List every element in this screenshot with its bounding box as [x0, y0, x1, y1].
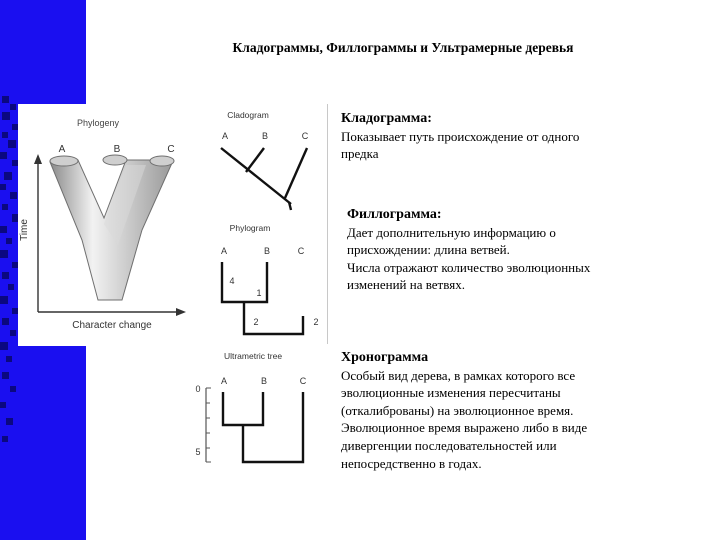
phylogram-heading: Филлограмма: — [347, 207, 442, 222]
sidebar-pattern-square — [2, 436, 8, 442]
time-axis-arrow — [34, 154, 42, 164]
ultrametric-root-bracket — [241, 392, 305, 464]
slide-title: Кладограммы, Филлограммы и Ультрамерные … — [232, 40, 574, 55]
character-axis-arrow — [176, 308, 186, 316]
sidebar-pattern-square — [0, 184, 6, 190]
phylogram-text-line: изменений на ветвях. — [347, 277, 465, 293]
ultrametric-scale-ticks — [206, 387, 211, 463]
sidebar-pattern-square — [0, 296, 8, 304]
chronogram-text-line: эволюционные изменения пересчитаны — [341, 385, 561, 401]
sidebar-pattern-square — [10, 192, 17, 199]
phylogeny-label-a: A — [59, 144, 66, 155]
ultrametric-label-c: C — [300, 376, 307, 386]
chronogram-text-line: Особый вид дерева, в рамках которого все — [341, 367, 576, 383]
sidebar-pattern-square — [0, 402, 6, 408]
cladogram-branch-b — [245, 147, 265, 173]
phylogeny-inner-shade — [104, 165, 146, 245]
phylogeny-panel: Phylogeny A B C Time Character change — [18, 104, 208, 346]
cladogram-text-line: предка — [341, 146, 379, 162]
cladogram-text-line: Показывает путь происхождение от одного — [341, 128, 580, 144]
ultrametric-panel: Ultrametric tree A B C 0 5 — [195, 351, 307, 464]
sidebar-pattern-square — [6, 418, 13, 425]
cladogram-branch-a — [220, 147, 292, 205]
sidebar-pattern-square — [12, 308, 18, 314]
phylogeny-label-c: C — [167, 144, 174, 155]
chronogram-text-line: Эволюционное время выражено либо в виде — [341, 420, 588, 436]
sidebar-pattern-square — [8, 140, 16, 148]
sidebar-pattern-square — [2, 272, 9, 279]
sidebar-pattern-square — [2, 132, 8, 138]
sidebar-pattern-square — [2, 112, 10, 120]
sidebar-pattern-square — [12, 124, 18, 130]
sidebar-pattern-square — [8, 284, 14, 290]
phylogram-label-a: A — [221, 246, 227, 256]
phylogram-text-line: Дает дополнительную информацию о — [347, 224, 556, 240]
sidebar-pattern-square — [10, 104, 16, 110]
sidebar-pattern-square — [2, 318, 9, 325]
phylogram-description: Филлограмма: Дает дополнительную информа… — [347, 206, 687, 294]
phylogeny-tip-a — [49, 155, 79, 167]
phylogram-text-line: Числа отражают количество эволюционных — [347, 259, 591, 275]
sidebar-pattern-square — [0, 342, 8, 350]
phylogram-length-c: 2 — [313, 317, 318, 327]
sidebar-pattern-square — [6, 356, 12, 362]
panel-divider — [327, 104, 328, 344]
phylogeny-label-b: B — [114, 144, 121, 155]
sidebar-pattern-square — [0, 152, 7, 159]
ultrametric-title: Ultrametric tree — [224, 351, 282, 361]
cladogram-label-b: B — [262, 131, 268, 141]
ultrametric-tick-0: 0 — [195, 384, 200, 394]
sidebar-pattern-square — [10, 386, 16, 392]
ultrametric-tick-5: 5 — [195, 447, 200, 457]
cladogram-heading: Кладограмма: — [341, 111, 432, 126]
phylogram-title: Phylogram — [230, 223, 271, 233]
sidebar-pattern-square — [2, 372, 9, 379]
ultrametric-ab-bracket — [221, 392, 265, 427]
chronogram-text-line: непосредственно в годах. — [341, 455, 482, 471]
phylogeny-tip-b — [102, 154, 128, 166]
chronogram-description: Хронограмма Особый вид дерева, в рамках … — [341, 349, 681, 472]
phylogram-length-ab: 2 — [253, 317, 258, 327]
sidebar-pattern-square — [2, 204, 8, 210]
cladogram-title: Cladogram — [227, 110, 269, 120]
phylogram-label-b: B — [264, 246, 270, 256]
sidebar-pattern-square — [12, 160, 18, 166]
character-axis-label: Character change — [72, 320, 152, 331]
cladogram-root — [287, 201, 293, 211]
ultrametric-label-a: A — [221, 376, 227, 386]
chronogram-heading: Хронограмма — [341, 350, 429, 365]
sidebar-pattern-square — [4, 172, 12, 180]
phylogram-label-c: C — [298, 246, 305, 256]
sidebar-pattern-square — [0, 250, 8, 258]
chronogram-text-line: дивергенции последовательностей или — [341, 437, 557, 453]
sidebar-pattern-square — [6, 238, 12, 244]
cladogram-description: Кладограмма: Показывает путь происхожден… — [341, 110, 681, 163]
cladogram-panel: Cladogram A B C — [220, 110, 309, 211]
chronogram-text-line: (откалиброваны) на эволюционное время. — [341, 402, 574, 418]
phylogram-text-line: присхождении: длина ветвей. — [347, 242, 510, 258]
sidebar-pattern-square — [12, 262, 18, 268]
time-axis-label: Time — [19, 219, 30, 241]
sidebar-pattern-square — [12, 214, 20, 222]
phylogram-panel: Phylogram A B C 4 1 2 2 — [220, 223, 319, 336]
sidebar-pattern-square — [10, 330, 16, 336]
cladogram-label-c: C — [302, 131, 309, 141]
cladogram-branch-c — [283, 147, 309, 199]
sidebar-pattern-square — [0, 226, 7, 233]
phylogram-root-bracket — [242, 302, 305, 336]
ultrametric-label-b: B — [261, 376, 267, 386]
phylogram-length-a: 4 — [229, 276, 234, 286]
sidebar-pattern-square — [2, 96, 9, 103]
phylogeny-tip-c — [149, 155, 175, 167]
phylogram-length-b: 1 — [256, 288, 261, 298]
cladogram-label-a: A — [222, 131, 228, 141]
phylogeny-title: Phylogeny — [77, 118, 120, 128]
